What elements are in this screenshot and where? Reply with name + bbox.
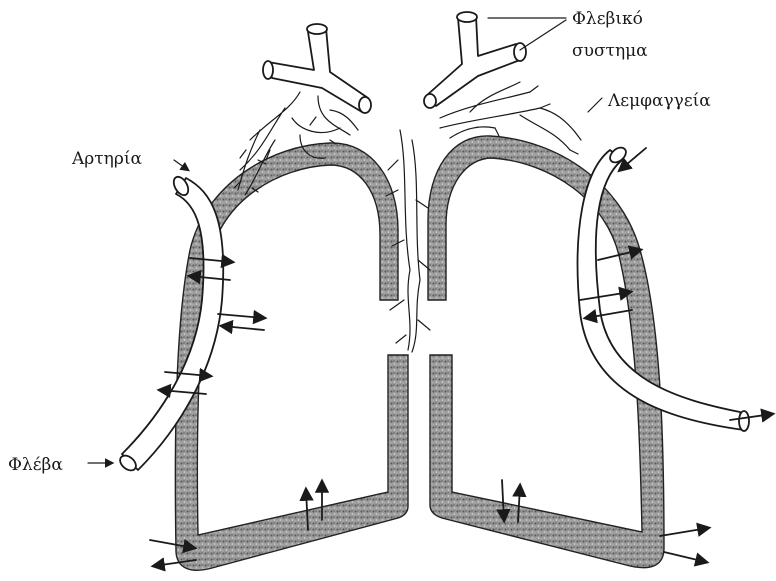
right-vein-end-top xyxy=(457,12,477,22)
arrow xyxy=(660,528,708,536)
right-pleura xyxy=(428,136,664,568)
right-pleura-wall xyxy=(428,136,664,568)
lymph-leader xyxy=(588,98,602,112)
label-venous-system-1: Φλεβικό xyxy=(572,9,643,29)
left-vessel xyxy=(117,174,223,473)
right-vein-end-left xyxy=(424,94,436,108)
label-artery: Αρτηρία xyxy=(71,149,143,169)
right-vessel-end-bottom xyxy=(739,411,749,431)
right-vessel xyxy=(578,145,749,431)
right-vessel-tube xyxy=(578,150,744,430)
venous-leader-2 xyxy=(520,20,566,50)
arrow xyxy=(218,314,264,318)
left-vein-end-left xyxy=(263,61,273,79)
arrow xyxy=(222,326,264,330)
left-vessel-tube xyxy=(122,178,223,470)
label-lymphatics: Λεμφαγγεία xyxy=(607,91,711,111)
arrow xyxy=(664,552,706,562)
left-vein-end-top xyxy=(307,24,327,34)
label-venous-system-2: συστημα xyxy=(572,41,648,61)
right-vein-end-right xyxy=(514,43,526,61)
left-vein-end-right xyxy=(359,97,371,113)
label-vein: Φλέβα xyxy=(8,455,63,475)
artery-leader xyxy=(174,160,188,170)
left-venous-junction xyxy=(263,24,371,113)
lymphatic-vessels xyxy=(234,82,581,352)
right-venous-junction xyxy=(424,12,526,108)
right-vein-trunk xyxy=(426,16,520,106)
